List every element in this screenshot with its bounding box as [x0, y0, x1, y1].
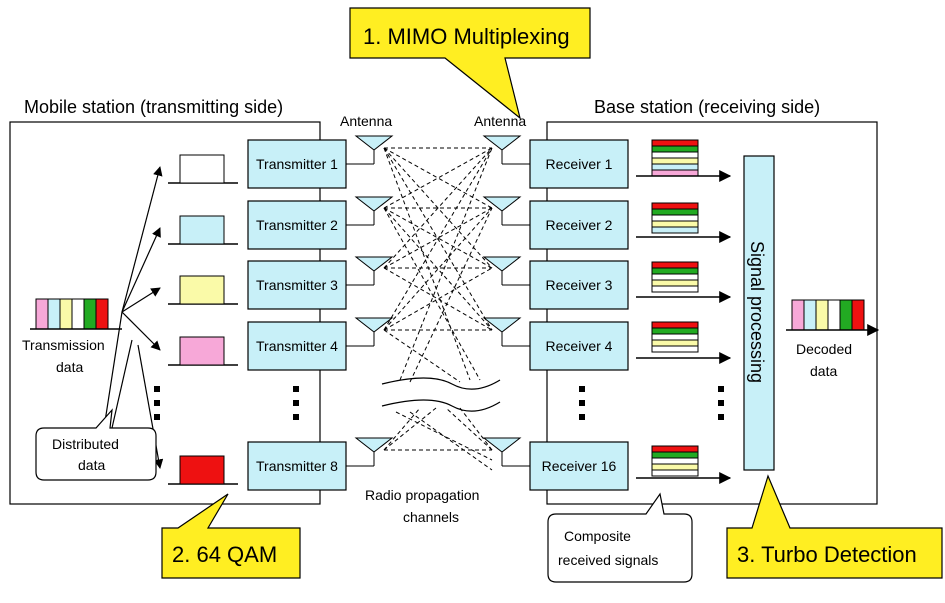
propagation-paths — [383, 147, 493, 471]
composite-signal-16 — [636, 445, 732, 484]
transmitter-4-label: Transmitter 4 — [256, 338, 338, 354]
rx-antennas — [482, 135, 530, 467]
transmitter-3: Transmitter 3 — [247, 260, 347, 310]
tx-antennas — [346, 135, 394, 467]
transmission-data-label-1: Transmission — [22, 337, 105, 353]
rx-antenna-1-icon — [482, 135, 530, 165]
tx-antenna-8-icon — [346, 437, 394, 467]
transmitter-1-label: Transmitter 1 — [256, 156, 338, 172]
tx-antenna-4-icon — [346, 317, 394, 347]
radio-propagation-label-1: Radio propagation — [365, 487, 479, 503]
receiver-16-label: Receiver 16 — [542, 458, 617, 474]
receiver-2: Receiver 2 — [529, 200, 629, 250]
transmitter-3-label: Transmitter 3 — [256, 277, 338, 293]
ellipsis-dots — [154, 386, 724, 420]
distributed-label-1: Distributed — [52, 436, 119, 452]
receiver-4: Receiver 4 — [529, 321, 629, 371]
callout-mimo: 1. MIMO Multiplexing — [349, 7, 591, 120]
mobile-station-frame — [9, 121, 321, 505]
transmission-data-label-2: data — [56, 359, 83, 375]
transmitter-8: Transmitter 8 — [247, 441, 347, 491]
tx-antenna-3-icon — [346, 256, 394, 286]
composite-signal-4 — [636, 321, 732, 364]
callout-qam: 2. 64 QAM — [161, 493, 301, 579]
rx-antenna-3-icon — [482, 256, 530, 286]
radio-propagation-label-2: channels — [403, 509, 459, 525]
signal-processing-block: Signal processing — [743, 155, 775, 471]
receiver-2-label: Receiver 2 — [546, 217, 613, 233]
modulated-symbols — [168, 154, 238, 485]
transmitter-1: Transmitter 1 — [247, 139, 347, 189]
transmitter-4: Transmitter 4 — [247, 321, 347, 371]
transmission-data-packet — [30, 298, 122, 330]
distributed-data-callout: Distributed data — [35, 408, 157, 481]
rx-antenna-4-icon — [482, 317, 530, 347]
decoded-label-1: Decoded — [796, 341, 852, 357]
decoded-label-2: data — [810, 363, 837, 379]
receiver-1-label: Receiver 1 — [546, 156, 613, 172]
antenna-rx-label: Antenna — [474, 113, 526, 129]
base-station-frame — [546, 121, 878, 505]
composite-signals-callout: Composite received signals — [547, 492, 693, 583]
receiver-3: Receiver 3 — [529, 260, 629, 310]
transmitter-8-label: Transmitter 8 — [256, 458, 338, 474]
distributed-label-2: data — [78, 457, 105, 473]
receiver-16: Receiver 16 — [529, 441, 629, 491]
callout-turbo: 3. Turbo Detection — [726, 474, 943, 579]
receiver-3-label: Receiver 3 — [546, 277, 613, 293]
receiver-1: Receiver 1 — [529, 139, 629, 189]
antenna-tx-label: Antenna — [340, 113, 392, 129]
callout-qam-text: 2. 64 QAM — [172, 542, 277, 567]
callout-mimo-text: 1. MIMO Multiplexing — [363, 24, 570, 49]
receiver-4-label: Receiver 4 — [546, 338, 613, 354]
composite-signal-2 — [636, 202, 732, 243]
distribution-arrows — [103, 166, 164, 469]
callout-turbo-text: 3. Turbo Detection — [737, 542, 917, 567]
composite-label-2: received signals — [558, 552, 658, 568]
transmitter-2-label: Transmitter 2 — [256, 217, 338, 233]
channel-break — [381, 377, 501, 412]
base-station-title: Base station (receiving side) — [594, 97, 820, 117]
rx-antenna-16-icon — [482, 437, 530, 467]
transmitter-2: Transmitter 2 — [247, 200, 347, 250]
decoded-data-packet — [786, 299, 880, 336]
mobile-station-title: Mobile station (transmitting side) — [24, 97, 283, 117]
composite-label-1: Composite — [564, 528, 631, 544]
tx-antenna-1-icon — [346, 135, 394, 165]
signal-processing-label: Signal processing — [747, 241, 767, 383]
rx-antenna-2-icon — [482, 196, 530, 226]
composite-signal-1 — [636, 139, 732, 182]
tx-antenna-2-icon — [346, 196, 394, 226]
composite-signal-3 — [636, 261, 732, 303]
